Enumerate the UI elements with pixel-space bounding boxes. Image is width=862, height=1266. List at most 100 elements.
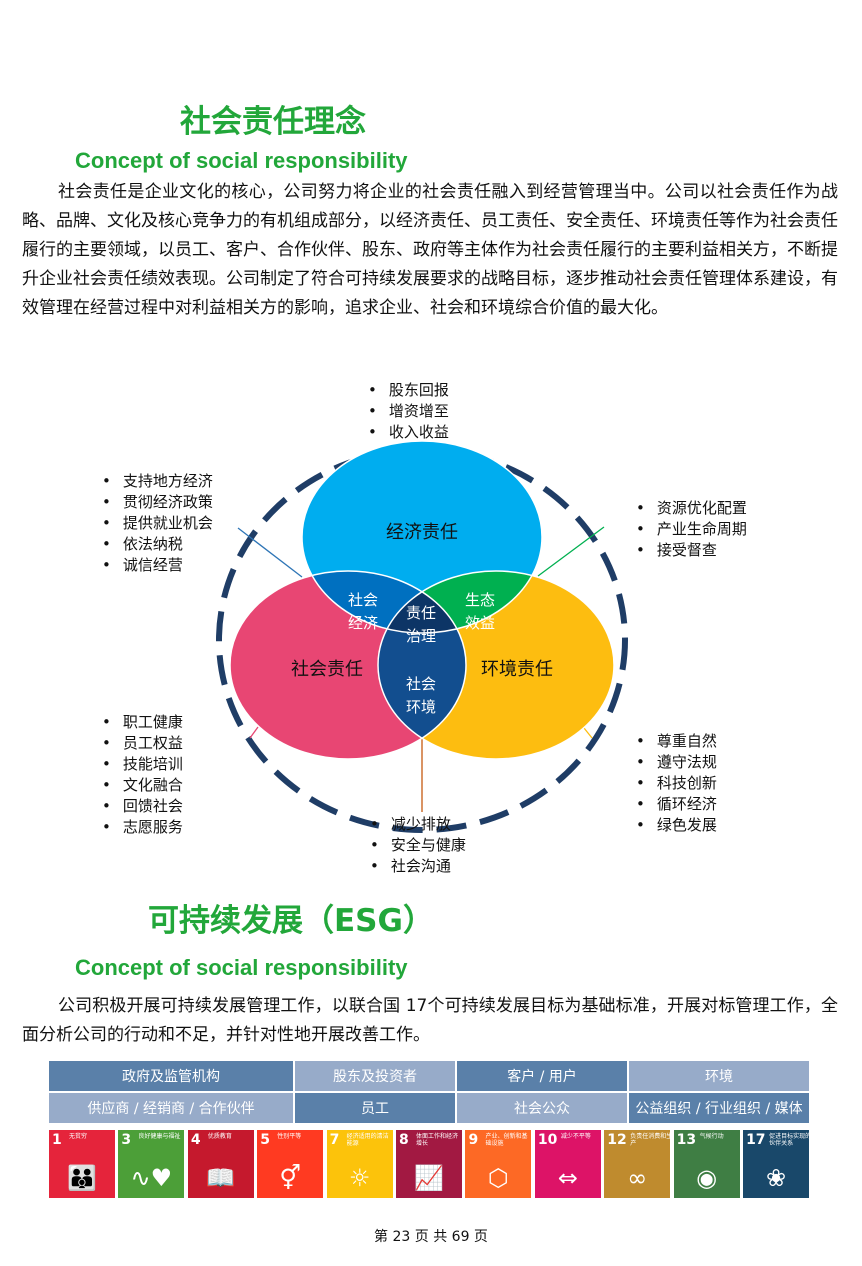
sdg-title: 经济适用的清洁能源: [346, 1133, 389, 1147]
section2-title: 可持续发展（ESG）: [148, 903, 434, 939]
overlap-label: 社会: [406, 675, 436, 693]
resource-list: 资源优化配置产业生命周期接受督查: [636, 498, 747, 561]
sdg-number: 13: [676, 1132, 697, 1148]
list-item: 志愿服务: [102, 817, 183, 838]
body-paragraph: 社会责任是企业文化的核心，公司努力将企业的社会责任融入到经营管理当中。公司以社会…: [22, 182, 838, 318]
sdg-number: 5: [260, 1132, 270, 1148]
family-icon: 👪: [67, 1164, 97, 1192]
sdg-title: 气候行动: [699, 1133, 724, 1140]
sdg-title: 体面工作和经济增长: [416, 1133, 459, 1147]
list-item: 循环经济: [636, 794, 717, 815]
list-item: 文化融合: [102, 775, 183, 796]
sdg-title: 性别平等: [277, 1133, 302, 1140]
overlap-label: 社会: [348, 591, 378, 609]
overlap-label: 效益: [465, 614, 495, 632]
growth-chart-icon: 📈: [414, 1164, 444, 1192]
emission-list: 减少排放安全与健康社会沟通: [370, 814, 466, 877]
overlap-label: 经济: [348, 614, 378, 632]
sdg-number: 7: [329, 1132, 340, 1148]
sdg-number: 10: [537, 1132, 558, 1148]
sdg-title: 产业、创新和基础设施: [485, 1133, 528, 1147]
stakeholder-cell: 员工: [295, 1093, 455, 1123]
heartbeat-icon: ∿♥: [130, 1164, 173, 1192]
cubes-icon: ⬡: [487, 1164, 509, 1192]
section-title: 社会责任理念: [180, 104, 366, 140]
sdg-tile-9: 9 产业、创新和基础设施 ⬡: [465, 1130, 532, 1198]
sdg-number: 17: [746, 1132, 766, 1148]
stakeholder-cell: 供应商 / 经销商 / 合作伙伴: [49, 1093, 293, 1123]
book-icon: 📖: [205, 1164, 236, 1192]
list-item: 遵守法规: [636, 752, 717, 773]
connector-line: [249, 726, 259, 739]
sdg-title: 良好健康与福祉: [138, 1133, 181, 1140]
stakeholder-cell: 客户 / 用户: [457, 1061, 627, 1091]
social-label: 社会责任: [291, 659, 363, 680]
sdg-number: 1: [52, 1132, 62, 1148]
overlap-label: 环境: [406, 698, 436, 716]
page-footer: 第 23 页 共 69 页: [374, 1229, 488, 1245]
section2-body: 公司积极开展可持续发展管理工作，以联合国 17个可持续发展目标为基础标准，开展对…: [22, 996, 838, 1045]
sdg-number: 4: [190, 1132, 201, 1148]
sdg-number: 3: [121, 1132, 132, 1148]
list-item: 支持地方经济: [102, 471, 213, 492]
sdg-tile-7: 7 经济适用的清洁能源 ☼: [326, 1130, 393, 1198]
list-item: 科技创新: [636, 773, 717, 794]
list-item: 职工健康: [102, 712, 183, 733]
list-item: 绿色发展: [636, 815, 717, 836]
connector-line: [537, 526, 605, 577]
stakeholder-cell: 社会公众: [457, 1093, 627, 1123]
employee-list: 职工健康员工权益技能培训文化融合回馈社会志愿服务: [102, 712, 183, 838]
sdg-title: 促进目标实现的伙伴关系: [769, 1133, 812, 1147]
list-item: 股东回报: [368, 380, 449, 401]
economic-label: 经济责任: [386, 522, 458, 543]
overlap-label: 责任: [406, 604, 436, 622]
responsibility-venn-diagram: 经济责任 社会责任 环境责任 社会 经济 生态 效益 责任 治理 社会 环境: [216, 440, 628, 833]
list-item: 接受督查: [636, 540, 747, 561]
environment-list: 尊重自然遵守法规科技创新循环经济绿色发展: [636, 731, 717, 836]
connector-line: [237, 527, 303, 578]
list-item: 技能培训: [102, 754, 183, 775]
list-item: 减少排放: [370, 814, 466, 835]
sdg-title: 减少不平等: [560, 1133, 591, 1140]
list-item: 员工权益: [102, 733, 183, 754]
arrows-equal-icon: ⇔: [557, 1164, 578, 1192]
connector-line: [583, 727, 593, 739]
list-item: 安全与健康: [370, 835, 466, 856]
sdg-number: 8: [399, 1132, 409, 1148]
list-item: 收入收益: [368, 422, 449, 443]
infinity-icon: ∞: [627, 1164, 648, 1192]
overlap-label: 生态: [465, 591, 495, 609]
sdg-tile-8: 8 体面工作和经济增长 📈: [396, 1130, 462, 1198]
stakeholder-row: 供应商 / 经销商 / 合作伙伴 员工 社会公众 公益组织 / 行业组织 / 媒…: [49, 1093, 809, 1123]
list-item: 贯彻经济政策: [102, 492, 213, 513]
sdg-title: 负责任消费和生产: [630, 1133, 673, 1147]
list-item: 回馈社会: [102, 796, 183, 817]
section2-subtitle: Concept of social responsibility: [75, 955, 408, 980]
sdg-number: 9: [468, 1132, 479, 1148]
stakeholder-row: 政府及监管机构 股东及投资者 客户 / 用户 环境: [49, 1061, 809, 1091]
list-item: 资源优化配置: [636, 498, 747, 519]
list-item: 提供就业机会: [102, 513, 213, 534]
list-item: 产业生命周期: [636, 519, 747, 540]
sdg-tile-3: 3 良好健康与福祉 ∿♥: [118, 1130, 185, 1198]
sun-power-icon: ☼: [348, 1164, 371, 1192]
shareholder-list: 股东回报增资增至收入收益: [368, 380, 449, 443]
list-item: 尊重自然: [636, 731, 717, 752]
eye-globe-icon: ◉: [696, 1164, 718, 1192]
list-item: 社会沟通: [370, 856, 466, 877]
stakeholder-cell: 股东及投资者: [295, 1061, 455, 1091]
stakeholder-cell: 政府及监管机构: [49, 1061, 293, 1091]
economic-list: 支持地方经济贯彻经济政策提供就业机会依法纳税诚信经营: [102, 471, 213, 576]
section-subtitle: Concept of social responsibility: [75, 148, 408, 173]
list-item: 诚信经营: [102, 555, 213, 576]
sdg-number: 12: [607, 1132, 627, 1148]
stakeholder-cell: 环境: [629, 1061, 809, 1091]
